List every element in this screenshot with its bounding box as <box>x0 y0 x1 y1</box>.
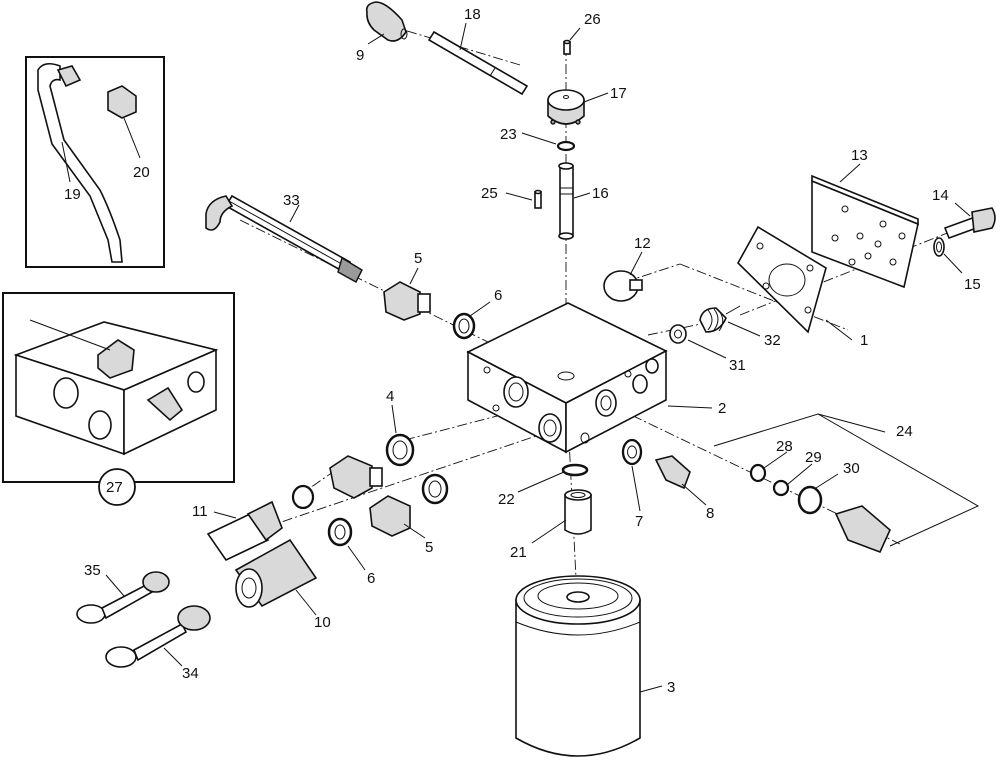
callout-33: 33 <box>283 192 300 209</box>
callout-7: 7 <box>635 513 643 530</box>
callout-12: 12 <box>634 235 651 252</box>
adapter-mid <box>329 455 383 499</box>
set-pin-26 <box>563 39 571 55</box>
callout-10: 10 <box>314 614 331 631</box>
o-ring-28 <box>749 463 767 483</box>
callout-32: 32 <box>764 332 781 349</box>
o-ring-22 <box>561 463 589 477</box>
relief-valve <box>834 505 891 554</box>
callout-25: 25 <box>481 185 498 202</box>
callout-35: 35 <box>84 562 101 579</box>
callout-26: 26 <box>584 11 601 28</box>
adapter-lower <box>369 495 411 537</box>
callout-21: 21 <box>510 544 527 561</box>
callout-28: 28 <box>776 438 793 455</box>
washer-7 <box>621 438 643 466</box>
callout-16: 16 <box>592 185 609 202</box>
cover-plate <box>811 174 919 289</box>
relief-valve-group <box>713 413 980 554</box>
callout-18: 18 <box>464 6 481 23</box>
leader-lines <box>61 22 971 693</box>
callout-17: 17 <box>610 85 627 102</box>
callout-8: 8 <box>706 505 714 522</box>
washer-31 <box>669 324 687 344</box>
callout-14: 14 <box>932 187 949 204</box>
callout-13: 13 <box>851 147 868 164</box>
callout-22: 22 <box>498 491 515 508</box>
o-ring-23 <box>556 140 576 152</box>
callout-2: 2 <box>718 400 726 417</box>
adapter-upper <box>383 281 431 321</box>
callout-4: 4 <box>386 388 394 405</box>
gasket <box>737 225 827 334</box>
inset-tube-detail <box>25 56 165 268</box>
washer-30 <box>797 485 823 515</box>
callout-23: 23 <box>500 126 517 143</box>
filter-cartridge <box>515 575 641 757</box>
callout-3: 3 <box>667 679 675 696</box>
callout-24: 24 <box>896 423 913 440</box>
callout-29: 29 <box>805 449 822 466</box>
callout-1: 1 <box>860 332 868 349</box>
callout-6-upper: 6 <box>494 287 502 304</box>
spool <box>558 162 574 240</box>
bonded-seal-lower-right <box>421 473 449 505</box>
callout-31: 31 <box>729 357 746 374</box>
callout-11: 11 <box>192 503 208 520</box>
quick-coupler-female <box>234 538 318 608</box>
lock-washer <box>933 237 945 257</box>
quick-coupler-male <box>206 500 283 562</box>
bonded-seal-upper <box>452 312 476 340</box>
callout-5-upper: 5 <box>414 250 422 267</box>
fitting-8 <box>654 455 691 490</box>
inset-assembled-detail <box>2 292 235 506</box>
valve-block <box>466 302 668 454</box>
washer-mid <box>291 484 315 510</box>
bolt <box>943 207 996 240</box>
callout-19: 19 <box>64 186 81 203</box>
lever-handle <box>365 1 529 96</box>
callout-labels: 1 2 3 4 5 5 6 6 7 8 9 10 11 12 13 14 15 … <box>64 6 981 696</box>
sleeve <box>564 489 592 535</box>
pin-25 <box>534 189 542 209</box>
dust-cap-35 <box>76 571 170 624</box>
detail-view-label: 27 <box>106 479 123 496</box>
callout-15: 15 <box>964 276 981 293</box>
bonded-seal-lower <box>327 517 353 547</box>
plug <box>603 270 643 302</box>
callout-30: 30 <box>843 460 860 477</box>
o-ring-29 <box>772 479 790 497</box>
callout-5-lower: 5 <box>425 539 433 556</box>
hose-assembly <box>205 194 363 283</box>
callout-9: 9 <box>356 47 364 64</box>
knob-base <box>547 89 585 125</box>
callout-20: 20 <box>133 164 150 181</box>
callout-34: 34 <box>182 665 199 682</box>
dust-cap-34 <box>105 605 211 668</box>
bonded-seal-4 <box>385 433 415 467</box>
callout-6-lower: 6 <box>367 570 375 587</box>
check-valve-spring <box>699 305 741 333</box>
